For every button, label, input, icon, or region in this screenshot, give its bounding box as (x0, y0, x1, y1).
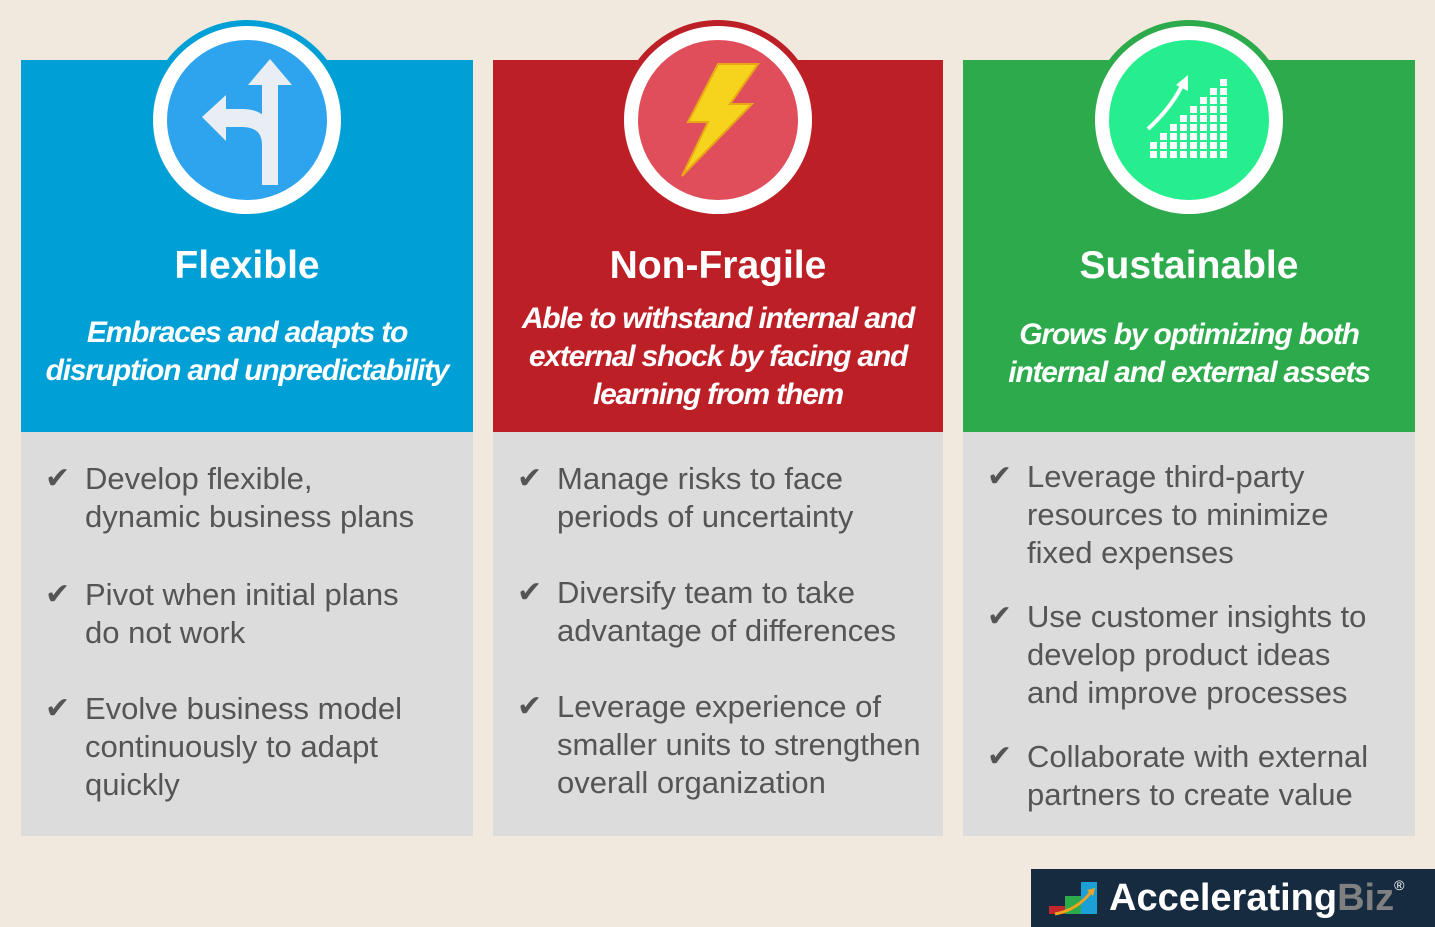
pillar-flexible: Flexible Embraces and adapts to disruptio… (21, 20, 473, 836)
subtitle-line: learning from them (592, 378, 844, 411)
registered-mark: ® (1394, 877, 1405, 893)
item-line: and improve processes (1027, 675, 1348, 710)
list-item: ✔ Develop flexible,dynamic business plans (45, 460, 465, 536)
pillar-sustainable: Sustainable Grows by optimizing both inte… (963, 20, 1415, 836)
item-line: advantage of differences (557, 613, 896, 648)
subtitle-line: disruption and unpredictability (45, 354, 450, 387)
item-line: Collaborate with external (1027, 739, 1369, 774)
item-line: quickly (85, 767, 180, 802)
item-line: Pivot when initial plans (85, 577, 399, 612)
checkmark-icon: ✔ (45, 462, 71, 495)
logo-main: Accelerating (1109, 876, 1338, 919)
pillar-subtitle: Able to withstand internal and external s… (493, 300, 943, 414)
item-line: fixed expenses (1027, 535, 1234, 570)
logo-chart-icon (1049, 882, 1097, 916)
item-line: Diversify team to take (557, 575, 856, 610)
pillar-non-fragile: Non-Fragile Able to withstand internal a… (493, 20, 943, 836)
icon-badge (1095, 26, 1283, 214)
subtitle-line: Grows by optimizing both (1019, 318, 1360, 351)
pillar-title: Non-Fragile (609, 244, 827, 287)
checkmark-icon: ✔ (45, 692, 71, 725)
checkmark-icon: ✔ (517, 690, 543, 723)
checkmark-icon: ✔ (987, 600, 1013, 633)
item-line: dynamic business plans (85, 499, 415, 534)
item-line: continuously to adapt (85, 729, 378, 764)
icon-badge (624, 26, 812, 214)
checkmark-icon: ✔ (517, 462, 543, 495)
pillar-body (21, 432, 473, 836)
direction-arrows-icon (167, 40, 327, 200)
subtitle-line: Able to withstand internal and (521, 302, 916, 335)
item-line: partners to create value (1027, 777, 1353, 812)
pillar-subtitle: Embraces and adapts to disruption and unp… (21, 314, 473, 390)
pillar-body (963, 432, 1415, 836)
item-line: smaller units to strengthen (557, 727, 921, 762)
item-line: Use customer insights to (1027, 599, 1367, 634)
item-line: resources to minimize (1027, 497, 1329, 532)
item-line: do not work (85, 615, 246, 650)
growth-chart-icon (1109, 40, 1269, 200)
icon-badge (153, 26, 341, 214)
pillar-title: Sustainable (1079, 244, 1299, 287)
checkmark-icon: ✔ (45, 578, 71, 611)
checkmark-icon: ✔ (987, 740, 1013, 773)
subtitle-line: internal and external assets (1008, 356, 1371, 389)
pillar-title: Flexible (174, 244, 320, 287)
checkmark-icon: ✔ (517, 576, 543, 609)
subtitle-line: Embraces and adapts to (86, 316, 409, 349)
pillar-body (493, 432, 943, 836)
item-line: overall organization (557, 765, 826, 800)
item-line: Evolve business model (85, 691, 403, 726)
item-line: Manage risks to face (557, 461, 844, 496)
pillar-subtitle: Grows by optimizing both internal and ext… (963, 316, 1415, 392)
item-line: Develop flexible, (85, 461, 313, 496)
lightning-icon (638, 40, 798, 200)
subtitle-line: external shock by facing and (528, 340, 908, 373)
checkmark-icon: ✔ (987, 460, 1013, 493)
item-line: Leverage experience of (557, 689, 882, 724)
item-line: periods of uncertainty (557, 499, 854, 534)
item-line: develop product ideas (1027, 637, 1331, 672)
item-line: Leverage third-party (1027, 459, 1305, 494)
logo-accent: Biz (1337, 876, 1395, 919)
